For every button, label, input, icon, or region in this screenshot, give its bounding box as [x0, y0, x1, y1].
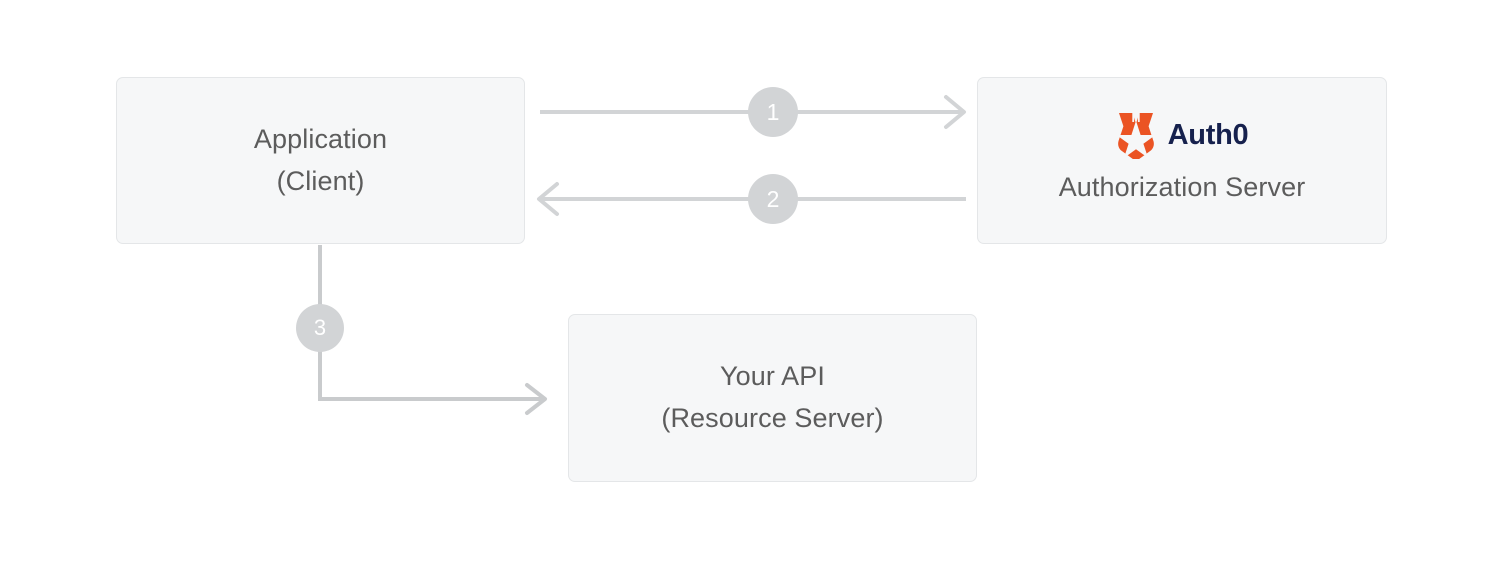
your-api-node-title: Your API — [720, 361, 825, 392]
authorization-server-node: Auth0 Authorization Server — [977, 77, 1387, 244]
application-node: Application (Client) — [116, 77, 525, 244]
step-badge-3: 3 — [296, 304, 344, 352]
your-api-node: Your API (Resource Server) — [568, 314, 977, 482]
step-badge-1: 1 — [748, 87, 798, 137]
auth0-shield-star-icon — [1116, 112, 1156, 159]
application-node-subtitle: (Client) — [276, 165, 365, 196]
auth0-wordmark: Auth0 — [1167, 119, 1249, 152]
edge-3-arrow — [318, 245, 547, 415]
authorization-server-node-subtitle: Authorization Server — [1058, 171, 1306, 202]
your-api-node-subtitle: (Resource Server) — [661, 403, 884, 433]
auth0-logo: Auth0 — [1116, 112, 1249, 159]
step-badge-2: 2 — [748, 174, 798, 224]
application-node-title: Application — [253, 123, 388, 154]
